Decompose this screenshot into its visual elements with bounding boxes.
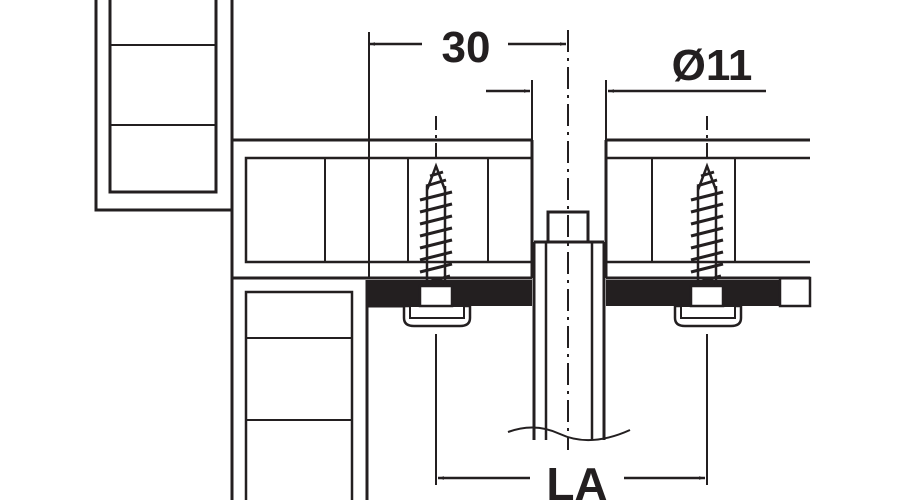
screw-right xyxy=(673,162,743,328)
extension-lines xyxy=(368,32,708,485)
screw-axes xyxy=(435,116,708,160)
screw-left xyxy=(402,162,472,328)
shelf-board xyxy=(230,138,810,280)
left-lower-panel xyxy=(230,280,369,500)
dimension-diameter-label: Ø11 xyxy=(672,41,753,90)
dimension-30-label: 30 xyxy=(442,23,491,72)
dimension-la-label: LA xyxy=(546,458,607,500)
left-upper-panel xyxy=(94,0,234,212)
